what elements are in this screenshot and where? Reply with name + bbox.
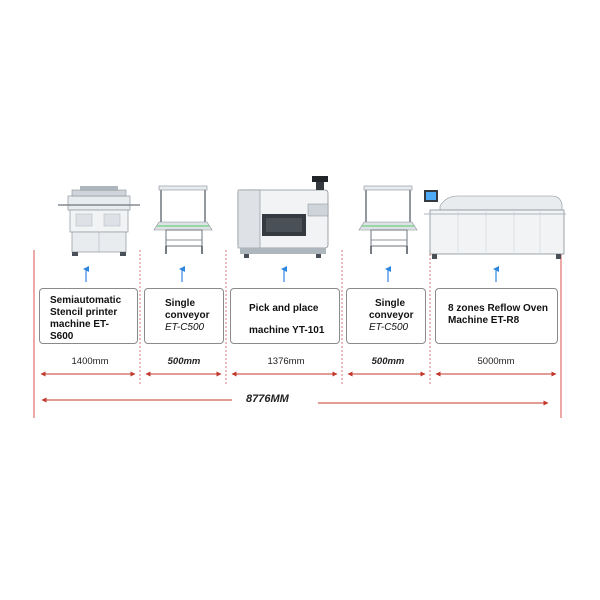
length-label: 500mm xyxy=(167,356,201,367)
length-label: 500mm xyxy=(371,356,405,367)
machine-label-stencil-printer: Semiautomatic Stencil printer machine ET… xyxy=(39,288,138,344)
machine-name-line: Stencil printer xyxy=(50,307,118,318)
stencil-printer-illustration xyxy=(58,186,140,256)
conveyor-illustration xyxy=(358,185,418,254)
machine-name-line: conveyor xyxy=(165,310,210,321)
machine-label-pick-and-place: Pick and place machine YT-101 xyxy=(230,288,340,344)
pick-and-place-illustration xyxy=(237,176,329,258)
machine-name-line: Machine ET-R8 xyxy=(448,315,520,326)
machine-name-line: Pick and place xyxy=(249,303,319,314)
length-label: 1400mm xyxy=(71,356,109,367)
machine-label-conveyor-2: Single conveyor ET-C500 xyxy=(346,288,426,344)
reflow-oven-illustration xyxy=(424,190,566,259)
machine-model: ET-C500 xyxy=(165,322,205,333)
machine-name-line: machine ET-S600 xyxy=(50,319,109,342)
machine-name-line: Single xyxy=(165,298,196,309)
machine-name-line: machine YT-101 xyxy=(249,325,325,336)
length-label: 1376mm xyxy=(267,356,305,367)
conveyor-illustration xyxy=(153,185,213,254)
length-label: 5000mm xyxy=(477,356,515,367)
machine-label-conveyor-1: Single conveyor ET-C500 xyxy=(144,288,224,344)
machine-model: ET-C500 xyxy=(369,322,409,333)
total-length-label: 8776MM xyxy=(246,393,289,405)
machine-name-line: Semiautomatic xyxy=(50,295,122,306)
machine-name-line: 8 zones Reflow Oven xyxy=(448,303,549,314)
machine-label-reflow-oven: 8 zones Reflow Oven Machine ET-R8 xyxy=(435,288,558,344)
machine-name-line: conveyor xyxy=(369,310,414,321)
machine-name-line: Single xyxy=(375,298,406,309)
